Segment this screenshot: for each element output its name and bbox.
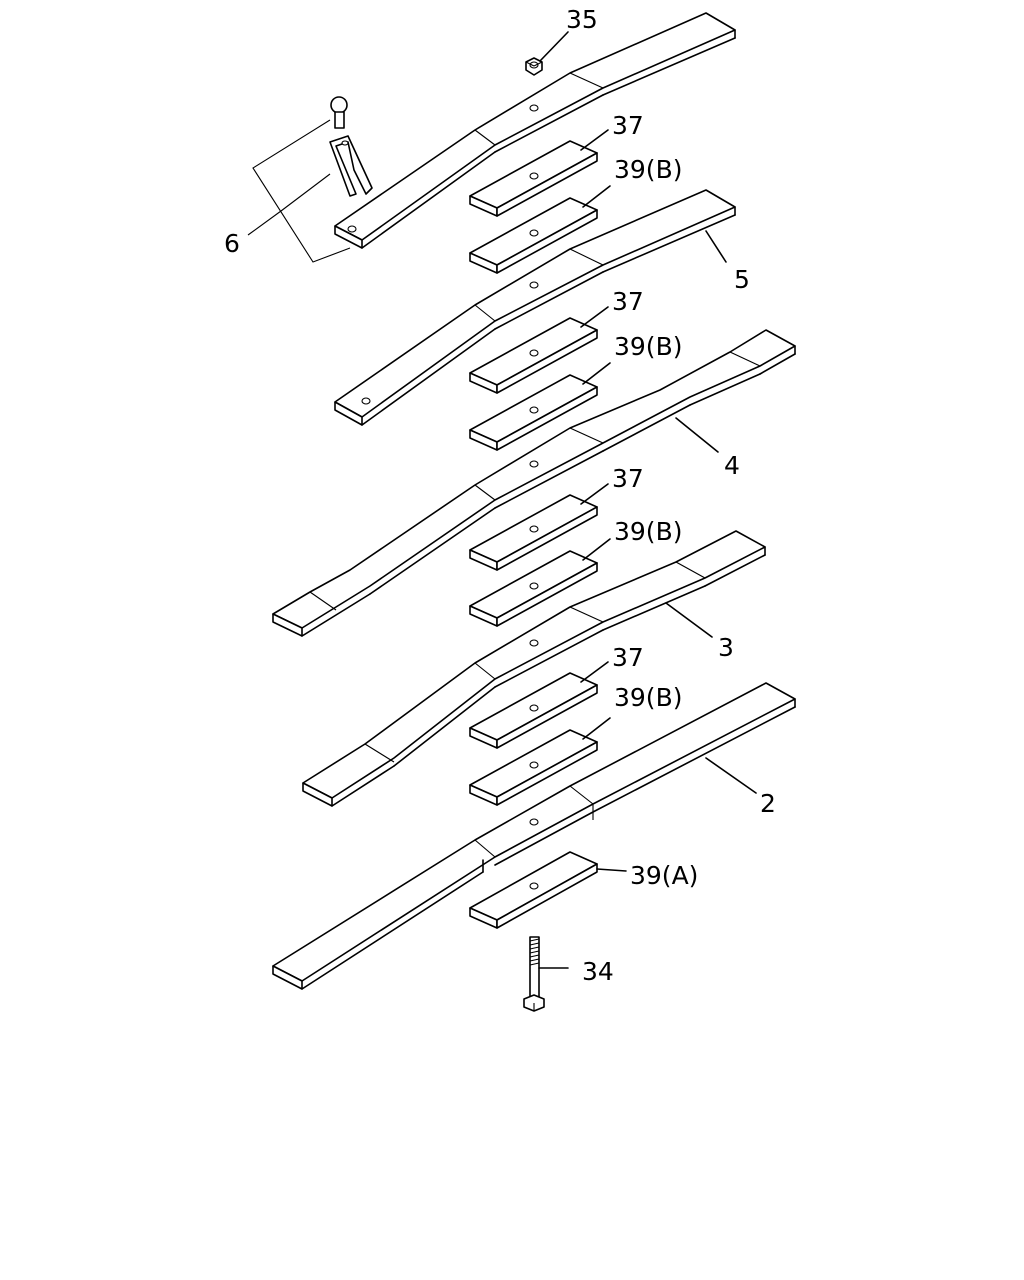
pad-39b-3 — [469, 538, 611, 627]
nut-35 — [525, 31, 569, 76]
callout-5: 5 — [734, 265, 750, 294]
callout-39b-1: 39(B) — [614, 155, 682, 184]
center-bolt-34 — [523, 936, 569, 1012]
pad-39b-2 — [469, 362, 611, 451]
leaf-5-item-2 — [272, 682, 796, 990]
callout-4: 4 — [724, 451, 740, 480]
callout-35: 35 — [566, 5, 598, 34]
pad-37-2 — [469, 306, 609, 394]
callout-6: 6 — [224, 229, 240, 258]
callout-37-3: 37 — [612, 464, 644, 493]
pad-37-4 — [469, 661, 609, 749]
callout-37-4: 37 — [612, 643, 644, 672]
callout-39b-3: 39(B) — [614, 517, 682, 546]
leaf-2-item-5 — [334, 189, 736, 426]
callout-39b-2: 39(B) — [614, 332, 682, 361]
callout-2: 2 — [760, 789, 776, 818]
leaf-4-item-3 — [302, 530, 766, 807]
pad-39a — [469, 851, 627, 929]
pad-37-3 — [469, 483, 609, 571]
pad-37-1 — [469, 129, 609, 217]
callout-37-2: 37 — [612, 287, 644, 316]
leaf-3-item-4 — [272, 329, 796, 637]
callout-3: 3 — [718, 633, 734, 662]
callout-37-1: 37 — [612, 111, 644, 140]
clip-assembly-6 — [247, 96, 373, 263]
pad-39b-1 — [469, 185, 611, 274]
callout-39a: 39(A) — [630, 861, 698, 890]
pad-39b-4 — [469, 717, 611, 806]
callout-34: 34 — [582, 957, 614, 986]
leaf-1-top — [334, 12, 736, 249]
callout-39b-4: 39(B) — [614, 683, 682, 712]
